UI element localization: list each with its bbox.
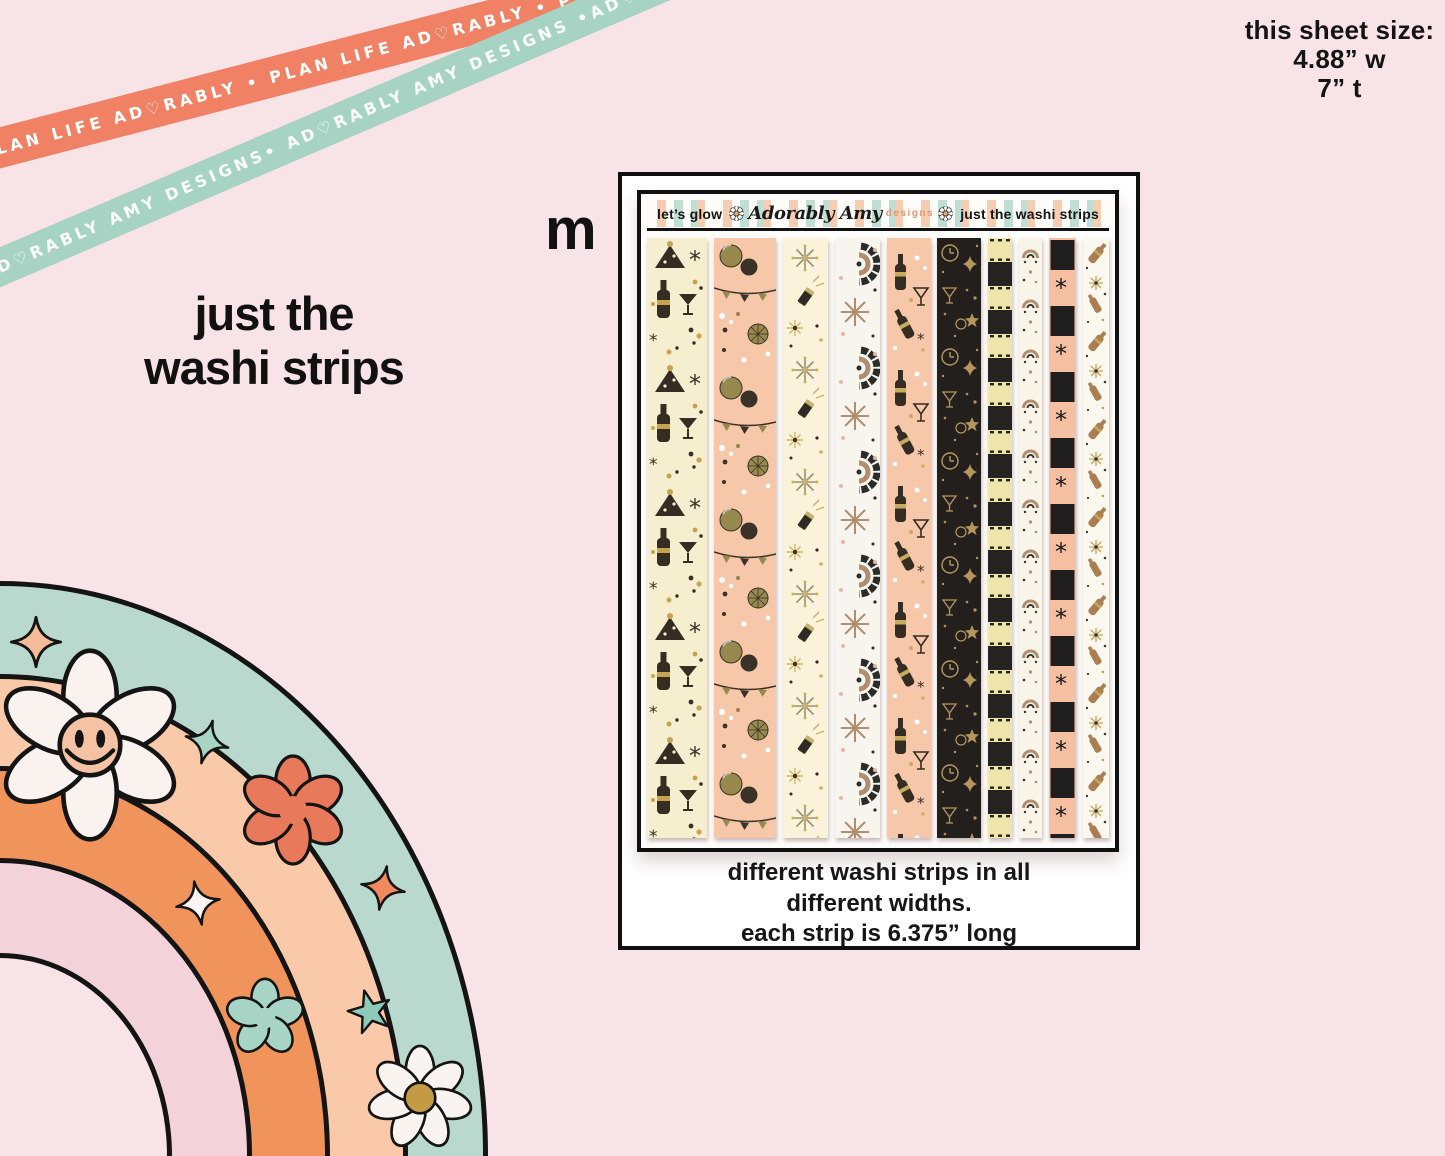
washi-strip-film-stripes-yellow-black [988,238,1013,838]
rainbow-deco-sparkle4 [9,615,63,669]
brand-daisy-icon [938,206,954,221]
washi-strip-nye-party-cream: * * [647,238,707,838]
brand-daisy-icon [729,206,745,221]
caption-line: each strip is 6.375” long [740,920,1018,947]
rainbow-deco-sparkle4 [179,714,235,770]
sheet-header-left-label: let’s glow [657,205,723,222]
brand-logo: Adorably Amy designs [729,203,954,224]
page-title-line2: washi strips [144,341,405,394]
washi-strip-boho-rainbows-white [834,238,880,838]
caption-line: different washi strips in all [727,859,1031,886]
page-title: just the washi strips [88,287,460,395]
sheet-size-intro: this sheet size: [1244,15,1435,45]
sheet-header-right-label: just the washi strips [960,205,1099,222]
washi-strips-row: * * * * [647,238,1109,838]
sheet-header: let’s glow Adorably Amy designs [647,200,1109,227]
caption-line: different widths. [786,889,972,917]
rainbow-deco-sparkle4 [171,876,224,929]
washi-strip-balloons-garland-peach [713,238,776,838]
rainbow-deco-flower6 [239,754,347,866]
sheet-size-height: 7” t [1317,73,1362,103]
rainbow-deco-daisy-smiley [1,648,179,842]
washi-strip-blocks-asterisks-peach: * [1049,238,1076,838]
sheet-size-note: this sheet size: 4.88” w 7” t [1237,16,1442,103]
rainbow-deco-sparkle4 [356,861,409,914]
page-title-line1: just the [194,287,354,340]
washi-strip-cheers-bottles-peach: * [886,238,931,838]
washi-strip-confetti-bottles-white [1082,238,1109,838]
brand-sub-text: designs [885,208,935,219]
watermark-letter: m [545,197,597,262]
brand-script-text: Adorably Amy [748,203,882,224]
rainbow-deco-flower5 [225,977,305,1058]
washi-strip-mini-rainbows-cream [1019,238,1043,838]
sheet-size-width: 4.88” w [1293,44,1386,74]
rainbow-deco-daisy-gold [367,1044,473,1149]
sheet-caption: different washi strips in all different … [618,858,1140,950]
washi-strip-gold-doodles-black [937,238,982,838]
washi-strip-fireworks-cream [782,238,828,838]
sheet-header-rule [647,228,1109,231]
rainbow-deco-star5 [341,983,400,1042]
